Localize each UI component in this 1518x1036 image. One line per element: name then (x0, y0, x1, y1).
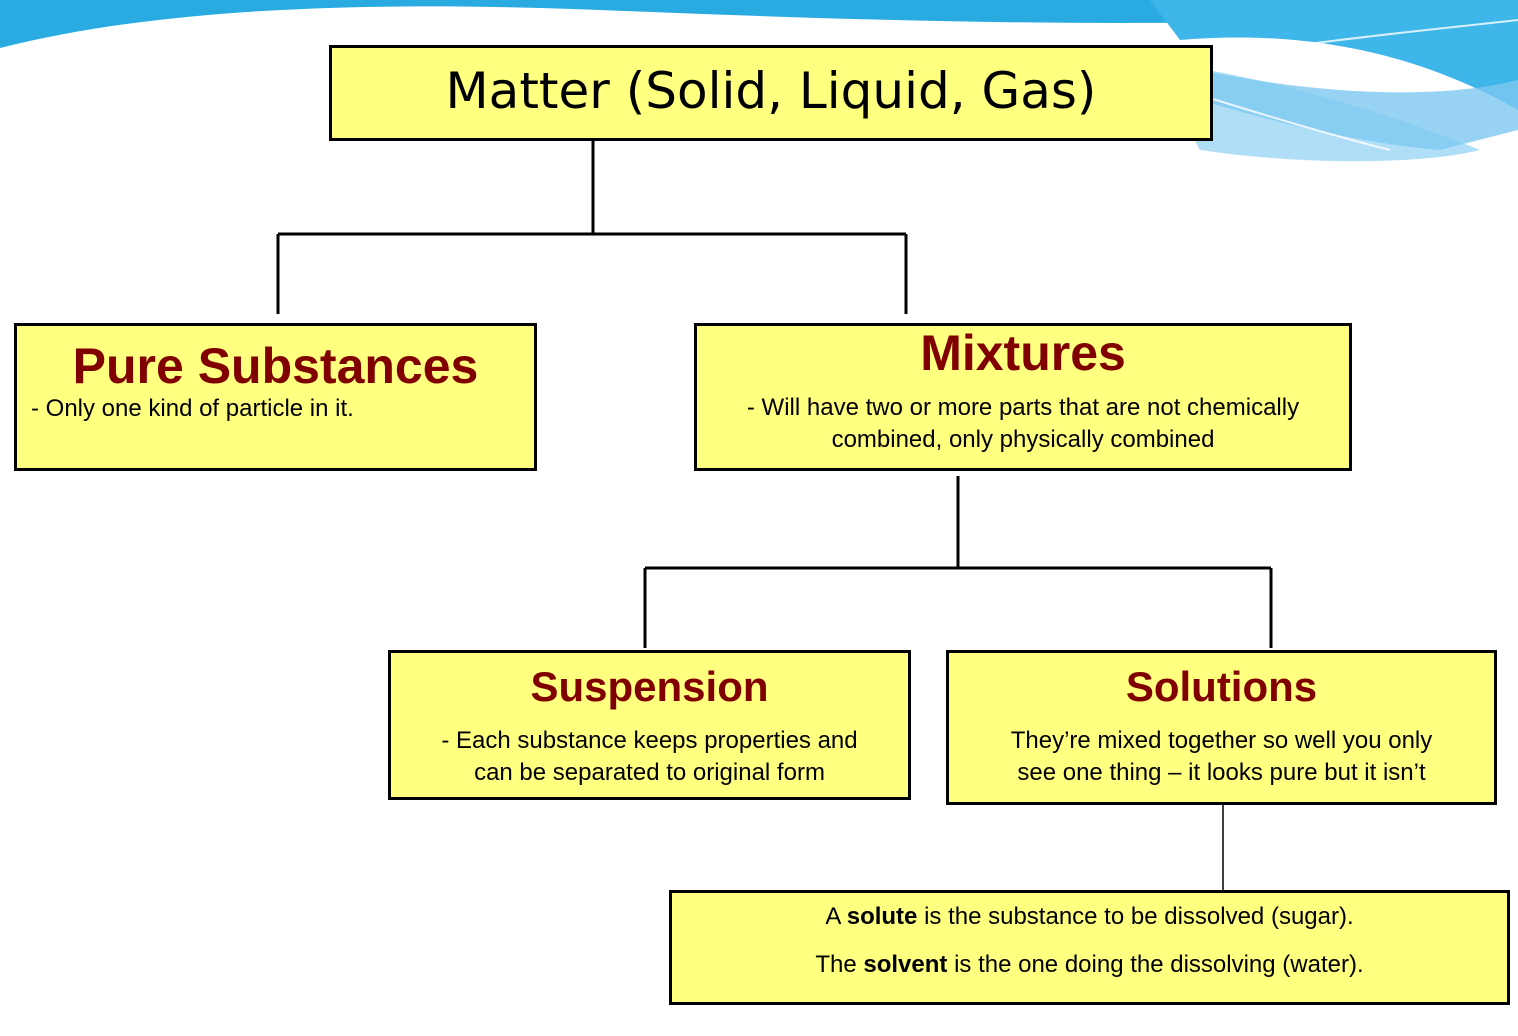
mixtures-box: Mixtures - Will have two or more parts t… (694, 323, 1352, 471)
solute-suffix: is the substance to be dissolved (sugar)… (917, 903, 1354, 930)
suspension-box: Suspension - Each substance keeps proper… (388, 650, 911, 800)
suspension-description-line2: can be separated to original form (474, 759, 825, 786)
matter-box: Matter (Solid, Liquid, Gas) (329, 45, 1213, 141)
solutions-heading: Solutions (1125, 663, 1318, 710)
suspension-heading: Suspension (530, 663, 769, 710)
pure-substances-box: Pure Substances - Only one kind of parti… (14, 323, 537, 471)
solvent-suffix: is the one doing the dissolving (water). (947, 951, 1364, 978)
solutions-description-line1: They’re mixed together so well you only (1010, 727, 1433, 754)
solute-definition: A solute is the substance to be dissolve… (672, 903, 1507, 931)
suspension-description-line1: - Each substance keeps properties and (441, 727, 858, 754)
mixtures-description-line2: combined, only physically combined (831, 426, 1215, 453)
matter-title: Matter (Solid, Liquid, Gas) (445, 62, 1097, 120)
solute-term: solute (846, 903, 918, 930)
solute-prefix: A (825, 903, 847, 930)
mixtures-description-line1: - Will have two or more parts that are n… (746, 394, 1300, 421)
mixtures-heading: Mixtures (920, 325, 1126, 381)
solutions-description-line2: see one thing – it looks pure but it isn… (1017, 759, 1426, 786)
solute-solvent-box: A solute is the substance to be dissolve… (669, 890, 1510, 1005)
solvent-prefix: The (815, 951, 864, 978)
pure-substances-description: - Only one kind of particle in it. (31, 395, 354, 422)
solvent-term: solvent (863, 951, 948, 978)
pure-substances-heading: Pure Substances (72, 338, 479, 394)
header-wave-decoration (0, 0, 1518, 162)
solvent-definition: The solvent is the one doing the dissolv… (672, 951, 1507, 979)
solutions-box: Solutions They’re mixed together so well… (946, 650, 1497, 805)
